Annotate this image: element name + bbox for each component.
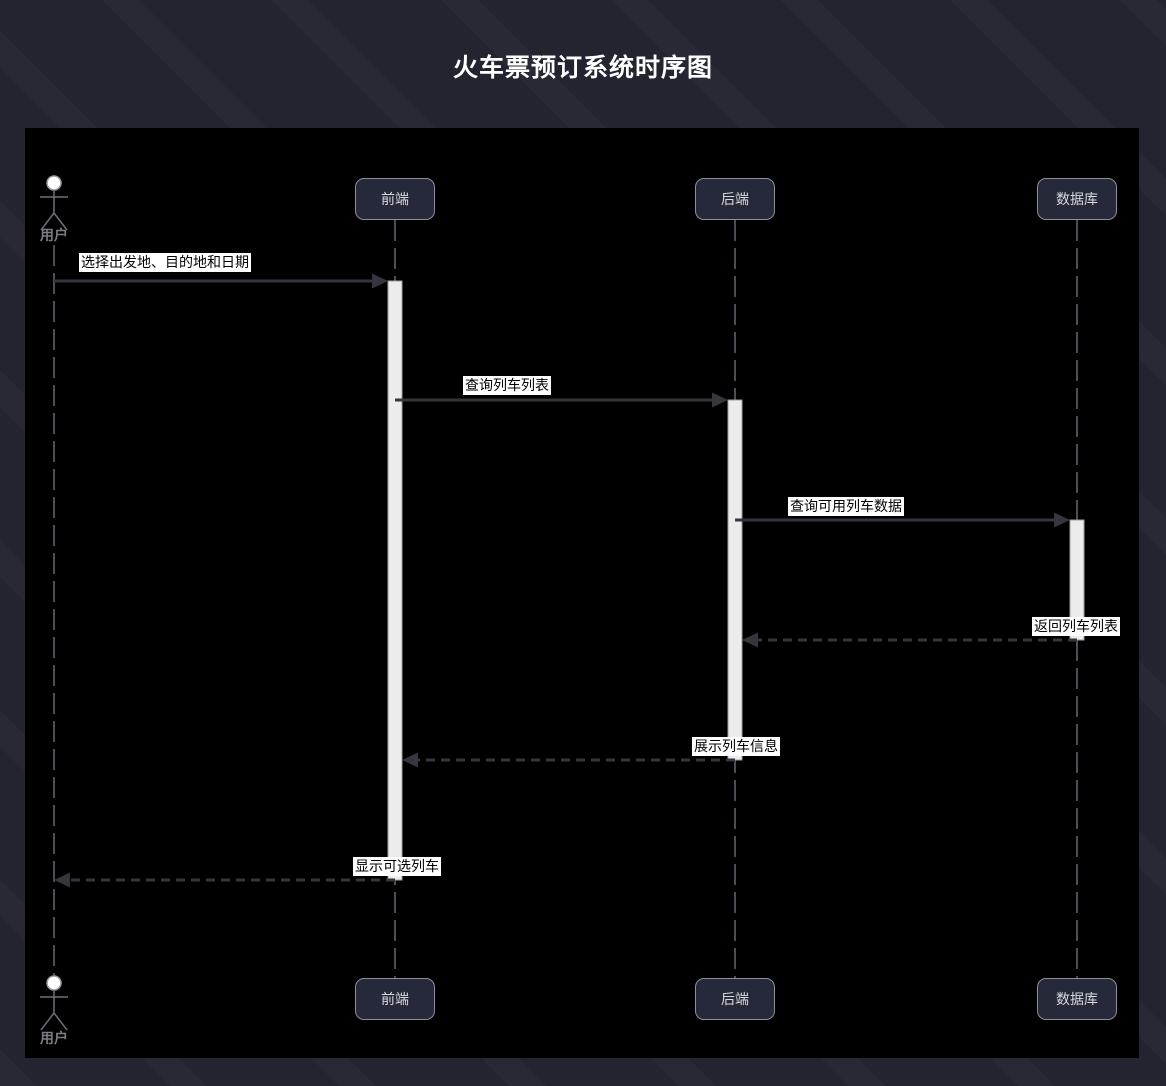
actor-head-icon: [46, 175, 62, 191]
actor-leg-icon: [53, 212, 68, 231]
participant-top-backend: 后端: [695, 178, 775, 220]
participant-label: 后端: [721, 991, 749, 1007]
participant-label: 数据库: [1056, 191, 1098, 207]
arrowhead-right-icon: [1054, 512, 1070, 528]
message-label-1: 选择出发地、目的地和日期: [79, 253, 251, 272]
participant-label: 数据库: [1056, 991, 1098, 1007]
message-label-4: 返回列车列表: [1032, 617, 1120, 636]
arrowhead-left-icon: [742, 632, 758, 648]
actor-label-top: 用户: [40, 227, 68, 243]
participant-bottom-database: 数据库: [1037, 978, 1117, 1020]
participant-label: 前端: [381, 991, 409, 1007]
participant-top-frontend: 前端: [355, 178, 435, 220]
arrowhead-left-icon: [54, 872, 70, 888]
participant-label: 前端: [381, 191, 409, 207]
message-arrow-2: [395, 392, 728, 408]
sequence-diagram: 用户 用户 前端 后端 数据库 前端 后端 数据库 选择出发地、目的地和日期 查…: [25, 128, 1139, 1058]
diagram-canvas: 用户 用户: [40, 175, 1085, 1046]
message-arrow-4: [742, 632, 1077, 648]
message-label-6: 显示可选列车: [353, 857, 441, 876]
lifelines: [53, 220, 1078, 978]
activation-bar-frontend: [387, 280, 403, 881]
actor-leg-icon: [40, 212, 55, 231]
message-label-2: 查询列车列表: [463, 376, 551, 395]
actor-user-top: 用户: [40, 175, 68, 243]
actor-leg-icon: [40, 1012, 55, 1031]
activation-bars: [387, 280, 1085, 881]
page-title: 火车票预订系统时序图: [452, 54, 713, 82]
participant-top-database: 数据库: [1037, 178, 1117, 220]
message-arrow-1: [54, 273, 388, 289]
actor-leg-icon: [53, 1012, 68, 1031]
arrowhead-right-icon: [372, 273, 388, 289]
actor-user-bottom: 用户: [40, 975, 68, 1046]
participant-label: 后端: [721, 191, 749, 207]
actor-label-bottom: 用户: [40, 1030, 68, 1046]
arrowhead-right-icon: [712, 392, 728, 408]
message-label-5: 展示列车信息: [692, 737, 780, 756]
message-arrow-3: [735, 512, 1070, 528]
activation-bar-backend: [727, 399, 743, 761]
actor-head-icon: [46, 975, 62, 991]
message-label-3: 查询可用列车数据: [788, 497, 904, 516]
message-arrows: [54, 273, 1077, 888]
arrowhead-left-icon: [402, 752, 418, 768]
message-arrow-6: [54, 872, 395, 888]
participant-bottom-backend: 后端: [695, 978, 775, 1020]
message-arrow-5: [402, 752, 735, 768]
participant-bottom-frontend: 前端: [355, 978, 435, 1020]
